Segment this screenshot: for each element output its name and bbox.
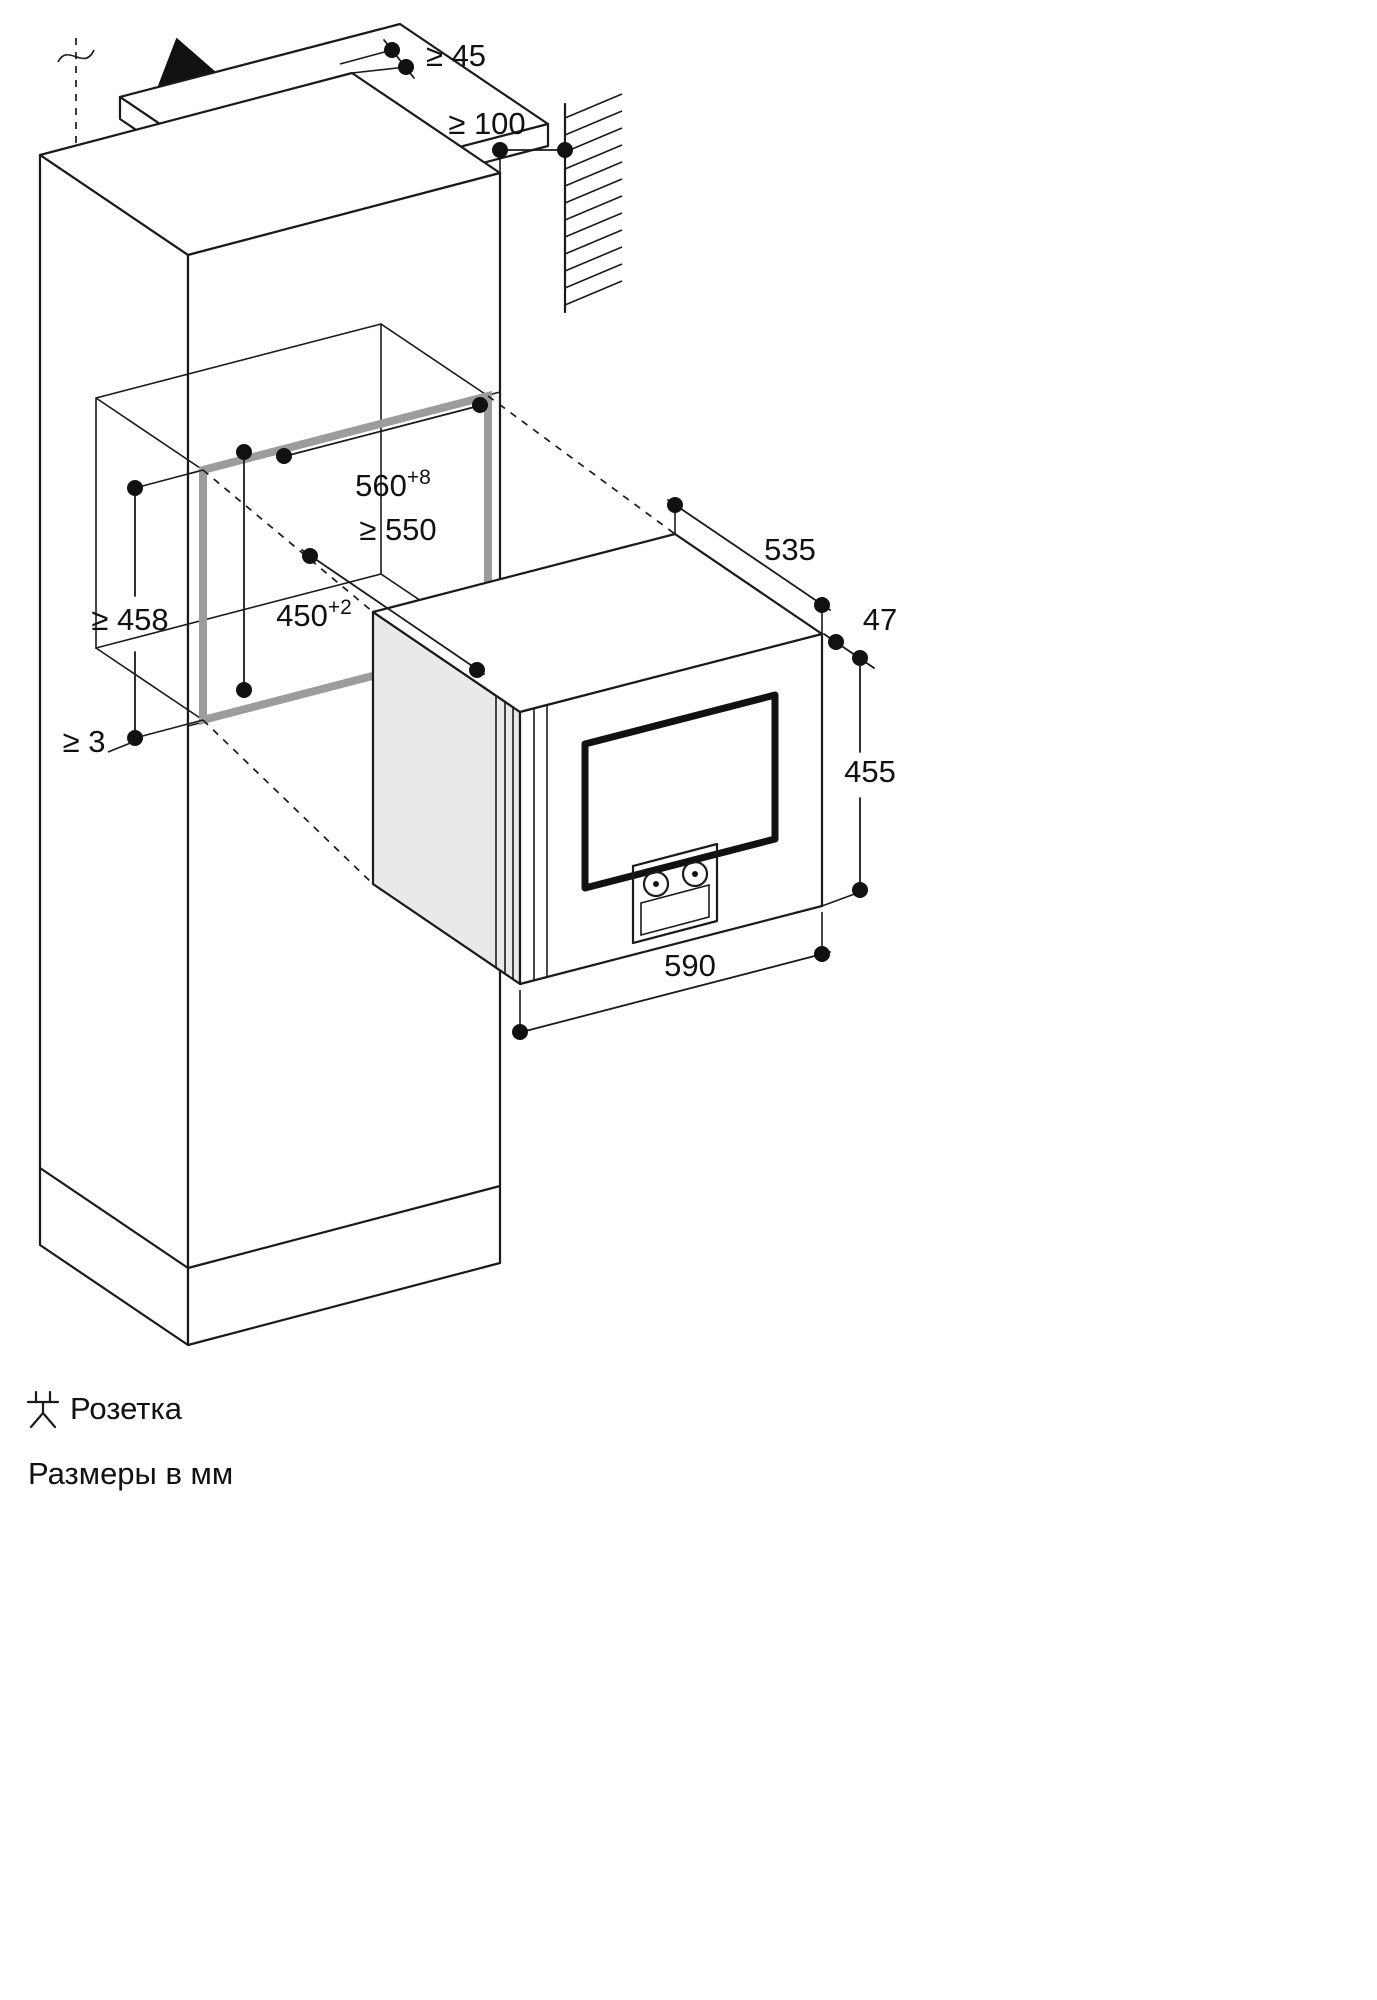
dim-niche-height: 450+2 <box>236 444 352 698</box>
dim-label-bottom-gap: ≥ 3 <box>63 724 106 759</box>
dim-appliance-depth: 535 <box>667 497 831 634</box>
dim-label-niche-depth: ≥ 550 <box>359 512 436 547</box>
dim-label-appliance-height: 455 <box>844 754 896 789</box>
socket-icon <box>26 1390 60 1429</box>
dim-door-frame: 47 <box>823 602 897 669</box>
dim-niche-depth: ≥ 550 <box>301 512 485 678</box>
dim-label-door-frame: 47 <box>863 602 897 637</box>
dim-appliance-height: 455 <box>821 665 896 907</box>
dim-housing-height: ≥ 458 <box>91 469 204 746</box>
dim-niche-width: 560+8 <box>276 397 488 503</box>
dim-appliance-width: 590 <box>512 912 831 1040</box>
dim-bottom-gap: ≥ 3 <box>63 724 134 759</box>
dim-label-housing-height: ≥ 458 <box>91 602 168 637</box>
control-panel <box>631 842 719 945</box>
units-label: Размеры в мм <box>28 1456 233 1491</box>
dim-label-niche-width: 560+8 <box>355 466 431 503</box>
wall-hatch <box>563 93 623 314</box>
dim-label-gap-above: ≥ 45 <box>426 38 486 73</box>
dim-label-niche-height: 450+2 <box>276 596 352 633</box>
knob-left <box>642 870 670 898</box>
socket-label: Розетка <box>70 1391 183 1426</box>
dim-gap-above: ≥ 45 <box>339 38 486 79</box>
dim-wall-clearance: ≥ 100 <box>448 106 573 173</box>
door-window <box>581 691 779 892</box>
knob-right <box>681 860 709 888</box>
appliance <box>371 532 824 986</box>
dim-label-wall-clearance: ≥ 100 <box>448 106 525 141</box>
dim-label-appliance-depth: 535 <box>764 532 816 567</box>
dim-label-appliance-width: 590 <box>664 948 716 983</box>
